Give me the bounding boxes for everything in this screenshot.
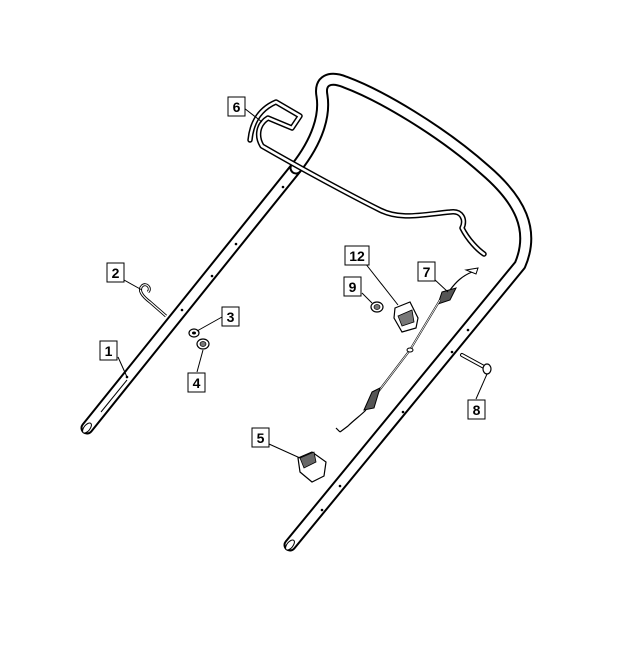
callout-5: 5 [251, 427, 270, 448]
callout-12-label: 12 [349, 248, 365, 264]
callout-6: 6 [227, 96, 246, 117]
callout-7: 7 [417, 261, 436, 282]
bail-lever [247, 99, 487, 257]
callout-3-label: 3 [227, 309, 235, 325]
callout-5-label: 5 [257, 430, 265, 446]
nut-4 [196, 338, 210, 350]
callout-1: 1 [99, 340, 118, 361]
hook-2 [138, 283, 167, 318]
callout-9: 9 [343, 276, 362, 297]
callout-2-label: 2 [112, 265, 120, 281]
callout-12: 12 [344, 245, 370, 266]
control-cable [335, 267, 479, 433]
callout-8: 8 [467, 399, 486, 420]
left-handle-tube [80, 161, 303, 435]
callout-6-label: 6 [233, 99, 241, 115]
callout-7-label: 7 [423, 264, 431, 280]
bolt-8 [460, 353, 492, 375]
nut-9 [370, 301, 384, 313]
callout-8-label: 8 [473, 402, 481, 418]
callout-4: 4 [187, 372, 206, 393]
cable-clip [393, 301, 419, 333]
leader-lines [117, 107, 488, 459]
washer-3 [188, 328, 200, 338]
callout-1-label: 1 [105, 343, 113, 359]
callout-2: 2 [106, 262, 125, 283]
callout-4-label: 4 [193, 375, 201, 391]
upper-handle-loop [283, 72, 533, 552]
callout-9-label: 9 [349, 279, 357, 295]
callout-3: 3 [221, 306, 240, 327]
cable-guide-5 [297, 451, 327, 483]
